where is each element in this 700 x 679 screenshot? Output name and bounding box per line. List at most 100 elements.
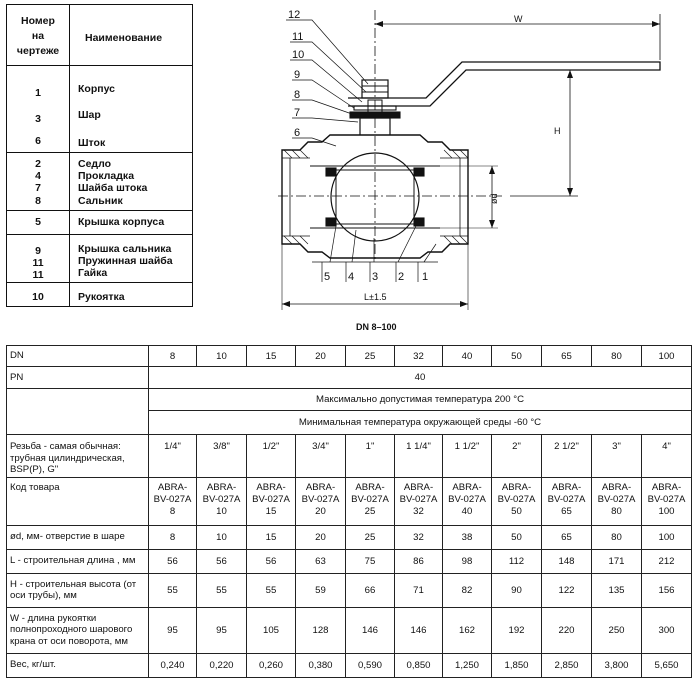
specs-table: DN 8 10 15 20 25 32 40 50 65 80 100 PN 4…	[6, 345, 692, 678]
thread-cell: 4"	[641, 434, 692, 478]
code-line: BV-027A	[153, 493, 192, 505]
thread-label: Резьба - самая обычная: трубная цилиндри…	[6, 434, 149, 478]
callout-1: 1	[422, 271, 428, 283]
code-line: 100	[658, 505, 675, 517]
d-cell: 15	[246, 524, 296, 550]
code-line: BV-027A	[301, 493, 340, 505]
part-name: Шайба штока	[78, 182, 148, 194]
callout-2: 2	[398, 271, 404, 283]
l-row: L - строительная длина , мм 56 56 56 63 …	[6, 548, 692, 574]
code-line: ABRA-	[355, 481, 385, 493]
part-name: Гайка	[78, 267, 108, 279]
dn-cell: 15	[246, 345, 296, 367]
thread-cell: 1/4"	[148, 434, 197, 478]
w-label: W - длина рукоятки полнопроходного шаров…	[6, 606, 149, 654]
h-cell: 55	[246, 572, 296, 608]
thread-row: Резьба - самая обычная: трубная цилиндри…	[6, 434, 692, 478]
code-line: 20	[315, 505, 326, 517]
h-cell: 55	[148, 572, 197, 608]
weight-row: Вес, кг/шт. 0,240 0,220 0,260 0,380 0,59…	[6, 652, 692, 678]
l-cell: 98	[442, 548, 492, 574]
part-number: 1	[35, 87, 41, 99]
thread-cell: 1"	[345, 434, 395, 478]
part-name: Крышка корпуса	[78, 216, 165, 228]
l-cell: 212	[641, 548, 692, 574]
w-cell: 250	[591, 606, 642, 654]
callout-3: 3	[372, 271, 378, 283]
callout-12: 12	[288, 9, 300, 21]
code-line: ABRA-	[551, 481, 582, 493]
h-cell: 59	[295, 572, 346, 608]
w-cell: 162	[442, 606, 492, 654]
l-cell: 75	[345, 548, 395, 574]
dn-cell: 8	[148, 345, 197, 367]
d-cell: 20	[295, 524, 346, 550]
blank-cell	[6, 388, 149, 435]
code-line: ABRA-	[601, 481, 632, 493]
parts-table: Номер на чертеже Наименование 1 Корпус 3…	[6, 4, 193, 307]
w-cell: 300	[641, 606, 692, 654]
d-row: ød, мм- отверстие в шаре 8 10 15 20 25 3…	[6, 524, 692, 550]
w-row: W - длина рукоятки полнопроходного шаров…	[6, 606, 692, 654]
max-temp-note: Максимально допустимая температура 200 °…	[148, 388, 692, 411]
dn-cell: 50	[491, 345, 542, 367]
weight-cell: 1,250	[442, 652, 492, 678]
code-line: 15	[265, 505, 277, 517]
ball-valve-drawing: W H ød L±1.5 12 11 10 9 8 7 6	[278, 9, 661, 332]
weight-cell: 5,650	[641, 652, 692, 678]
l-cell: 112	[491, 548, 542, 574]
pn-value: 40	[148, 366, 692, 389]
header-number: Номер на чертеже	[16, 15, 60, 57]
part-number: 11	[32, 257, 44, 269]
weight-cell: 1,850	[491, 652, 542, 678]
d-cell: 80	[591, 524, 642, 550]
part-name: Пружинная шайба	[78, 255, 173, 267]
d-label: ød, мм- отверстие в шаре	[6, 524, 149, 550]
part-name: Крышка сальника	[78, 243, 172, 255]
code-line: BV-027A	[202, 493, 241, 505]
l-cell: 56	[196, 548, 247, 574]
h-cell: 82	[442, 572, 492, 608]
thread-cell: 3/4"	[295, 434, 346, 478]
code-line: ABRA-	[452, 481, 482, 493]
h-cell: 71	[394, 572, 443, 608]
code-line: ABRA-	[206, 481, 237, 493]
part-number: 3	[35, 113, 41, 125]
dn-cell: 25	[345, 345, 395, 367]
w-cell: 128	[295, 606, 346, 654]
h-label: H - строительная высота (от оси трубы), …	[6, 572, 149, 608]
w-cell: 95	[196, 606, 247, 654]
dn-cell: 80	[591, 345, 642, 367]
max-temp-row: Максимально допустимая температура 200 °…	[6, 388, 692, 435]
code-line: BV-027A	[497, 493, 536, 505]
drawing-caption: DN 8–100	[356, 322, 397, 332]
h-cell: 90	[491, 572, 542, 608]
code-line: 8	[169, 505, 176, 517]
thread-cell: 1 1/2"	[442, 434, 492, 478]
d-cell: 100	[641, 524, 692, 550]
part-number: 11	[32, 269, 44, 281]
weight-cell: 0,590	[345, 652, 395, 678]
dn-row: DN 8 10 15 20 25 32 40 50 65 80 100	[6, 345, 692, 367]
d-cell: 38	[442, 524, 492, 550]
code-line: 32	[413, 505, 424, 517]
part-name: Прокладка	[78, 170, 135, 182]
d-cell: 65	[541, 524, 592, 550]
row-divider	[7, 234, 192, 235]
part-name: Рукоятка	[78, 291, 125, 303]
weight-cell: 0,220	[196, 652, 247, 678]
weight-label: Вес, кг/шт.	[6, 652, 149, 678]
code-line: ABRA-	[651, 481, 682, 493]
part-name: Шток	[78, 137, 106, 149]
d-cell: 10	[196, 524, 247, 550]
l-dim-label: L±1.5	[364, 292, 386, 302]
code-line: 65	[561, 505, 572, 517]
code-line: 40	[461, 505, 473, 517]
weight-cell: 0,380	[295, 652, 346, 678]
